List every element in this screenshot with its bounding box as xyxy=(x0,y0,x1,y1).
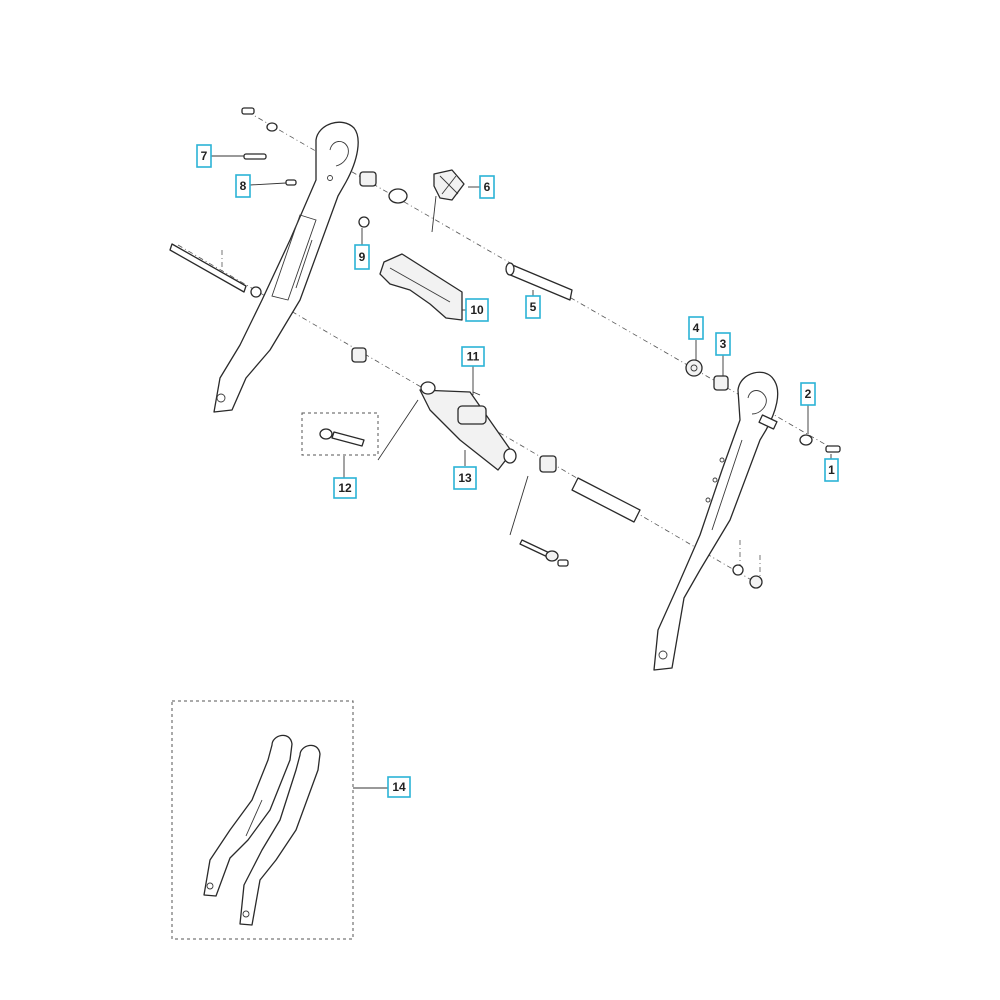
callout-label: 11 xyxy=(467,350,480,364)
callout-label: 3 xyxy=(720,337,727,351)
callout-box xyxy=(453,466,477,490)
callout-label: 8 xyxy=(240,179,247,193)
callout-10: 10 xyxy=(465,298,489,322)
callout-1: 1 xyxy=(824,458,839,482)
callout-2: 2 xyxy=(800,382,816,406)
upper-axis-parts xyxy=(241,107,841,453)
callout-6: 6 xyxy=(479,175,495,199)
part-14-inset xyxy=(171,700,354,940)
callout-box xyxy=(196,144,212,168)
callout-box xyxy=(715,332,731,356)
callout-12: 12 xyxy=(333,477,357,499)
callout-label: 7 xyxy=(201,149,208,163)
lower-axis-parts xyxy=(169,243,763,589)
callout-label: 5 xyxy=(530,300,537,314)
callout-box xyxy=(333,477,357,499)
callout-label: 9 xyxy=(359,250,366,264)
callout-label: 6 xyxy=(484,180,491,194)
part-12-detail xyxy=(301,399,569,567)
callout-label: 13 xyxy=(458,471,472,485)
callout-label: 1 xyxy=(828,463,835,477)
callout-box xyxy=(235,174,251,198)
callout-11: 11 xyxy=(461,346,485,367)
callout-3: 3 xyxy=(715,332,731,356)
callout-box xyxy=(525,295,541,319)
callout-box xyxy=(387,776,411,798)
callout-box xyxy=(688,316,704,340)
left-handle-bar xyxy=(213,121,359,413)
assembly-axes xyxy=(177,111,836,586)
callout-4: 4 xyxy=(688,316,704,340)
callout-14: 14 xyxy=(387,776,411,798)
callout-box xyxy=(461,346,485,367)
callout-label: 12 xyxy=(338,481,352,495)
callout-box xyxy=(824,458,839,482)
callout-label: 4 xyxy=(693,321,700,335)
callout-13: 13 xyxy=(453,466,477,490)
callout-8: 8 xyxy=(235,174,251,198)
callout-label: 2 xyxy=(805,387,812,401)
callout-box xyxy=(465,298,489,322)
callout-box xyxy=(354,244,370,270)
callout-label: 10 xyxy=(470,303,484,317)
callout-box xyxy=(479,175,495,199)
callout-leaders xyxy=(211,155,832,789)
callout-5: 5 xyxy=(525,295,541,319)
part-10-cover xyxy=(379,253,463,321)
callout-7: 7 xyxy=(196,144,212,168)
callout-label: 14 xyxy=(392,780,406,794)
callout-box xyxy=(800,382,816,406)
right-handle-bar xyxy=(653,371,779,671)
callout-9: 9 xyxy=(354,244,370,270)
